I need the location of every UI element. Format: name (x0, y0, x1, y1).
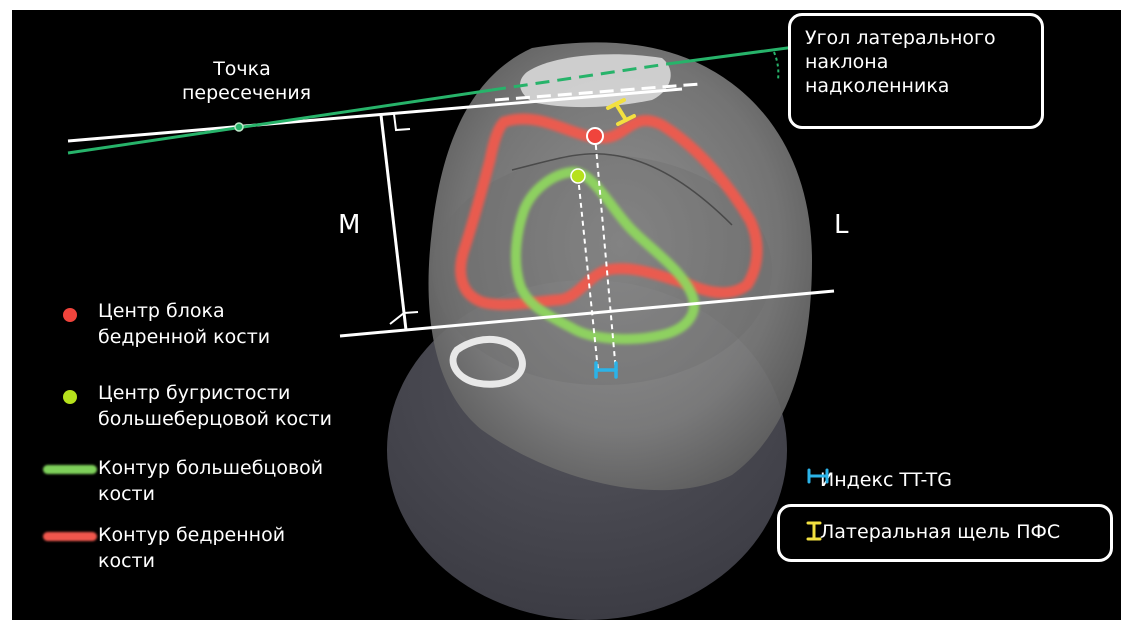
tt-tg-index-label: Индекс TT-TG (820, 468, 952, 492)
red-stroke-icon (43, 532, 97, 541)
legend-text: Центр блока бедренной кости (98, 298, 270, 350)
tilt-angle-box: Угол латерального наклона надколенника (788, 13, 1044, 129)
legend-item-tuberosity-center: Центр бугристости большеберцовой кости (42, 380, 332, 432)
lateral-gap-icon (806, 520, 822, 542)
tilt-angle-arc (774, 52, 778, 80)
medial-side-label: M (338, 210, 360, 240)
green-stroke-icon (43, 465, 97, 474)
lateral-gap-label: Латеральная щель ПФС (820, 520, 1060, 544)
right-angle-mark-top (394, 114, 410, 130)
lateral-side-label: L (834, 210, 849, 240)
legend-text: Контур большебцовой кости (98, 455, 323, 507)
red-dot-icon (63, 308, 77, 322)
lateral-gap-box: Латеральная щель ПФС (777, 504, 1113, 562)
tt-tg-icon (806, 468, 830, 484)
legend-text: Центр бугристости большеберцовой кости (98, 380, 332, 432)
intersection-point-label: Точка пересечения (182, 57, 302, 105)
tilt-angle-label: Угол латерального наклона надколенника (805, 26, 1035, 98)
tuberosity-center-point (571, 169, 585, 183)
vertical-distance-line (381, 115, 406, 330)
legend-item-tibia-contour: Контур большебцовой кости (42, 455, 323, 507)
intersection-point (235, 123, 243, 131)
legend-text: Контур бедренной кости (98, 522, 285, 574)
legend-item-femur-contour: Контур бедренной кости (42, 522, 285, 574)
legend-item-trochlea-center: Центр блока бедренной кости (42, 298, 270, 350)
legend-item-tt-tg-index: Индекс TT-TG (806, 468, 952, 492)
green-dot-icon (63, 390, 77, 404)
ct-knee-figure: Точка пересечения Угол латерального накл… (12, 10, 1121, 620)
trochlea-center-point (587, 128, 603, 144)
